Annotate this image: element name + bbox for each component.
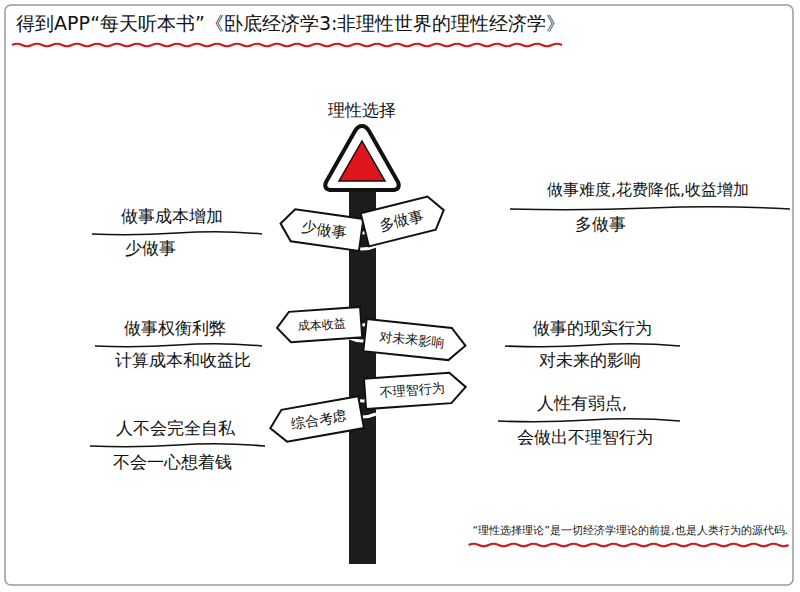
page-caption: “理性选择理论”是一切经济学理论的前提,也是人类行为的源代码.: [473, 524, 788, 538]
note-body: 会做出不理智行为: [517, 427, 653, 448]
sign-label: 对未来影响: [362, 318, 468, 363]
note-body: 多做事: [575, 214, 626, 235]
sign-label: 不理智行为: [363, 371, 468, 410]
left-arrow-sign: 成本收益: [275, 306, 363, 344]
note-heading: 人不会完全自私: [116, 418, 235, 439]
sign-outline: [276, 307, 362, 343]
page-title: 得到APP“每天听本书”《卧底经济学3:非理性世界的理性经济学》: [16, 12, 565, 36]
note-heading: 做事权衡利弊: [124, 318, 226, 339]
note-heading: 人性有弱点,: [537, 393, 627, 414]
sign-outline: [278, 208, 363, 251]
note-heading: 做事的现实行为: [533, 318, 652, 339]
note-heading: 做事成本增加: [121, 206, 223, 227]
note-underline: [95, 344, 262, 347]
right-arrow-sign: 对未来影响: [362, 318, 468, 363]
page-frame: [5, 5, 793, 585]
note-underline: [505, 344, 680, 347]
note-body: 对未来的影响: [539, 350, 641, 371]
note-heading: 做事难度,花费降低,收益增加: [547, 180, 749, 200]
note-underline: [90, 444, 265, 447]
sign-label: 成本收益: [275, 306, 363, 344]
red-wavy-underline: [469, 544, 789, 547]
note-body: 少做事: [125, 238, 176, 259]
note-body: 计算成本和收益比: [115, 350, 251, 371]
note-underline: [92, 232, 262, 235]
red-triangle: [339, 141, 385, 181]
note-body: 不会一心想着钱: [113, 452, 232, 473]
note-underline: [498, 419, 680, 422]
note-underline: [510, 207, 790, 210]
red-wavy-underline: [12, 44, 562, 47]
post-heading: 理性选择: [328, 100, 396, 121]
warning-sign-outline: [325, 126, 399, 190]
right-arrow-sign: 不理智行为: [363, 371, 468, 410]
